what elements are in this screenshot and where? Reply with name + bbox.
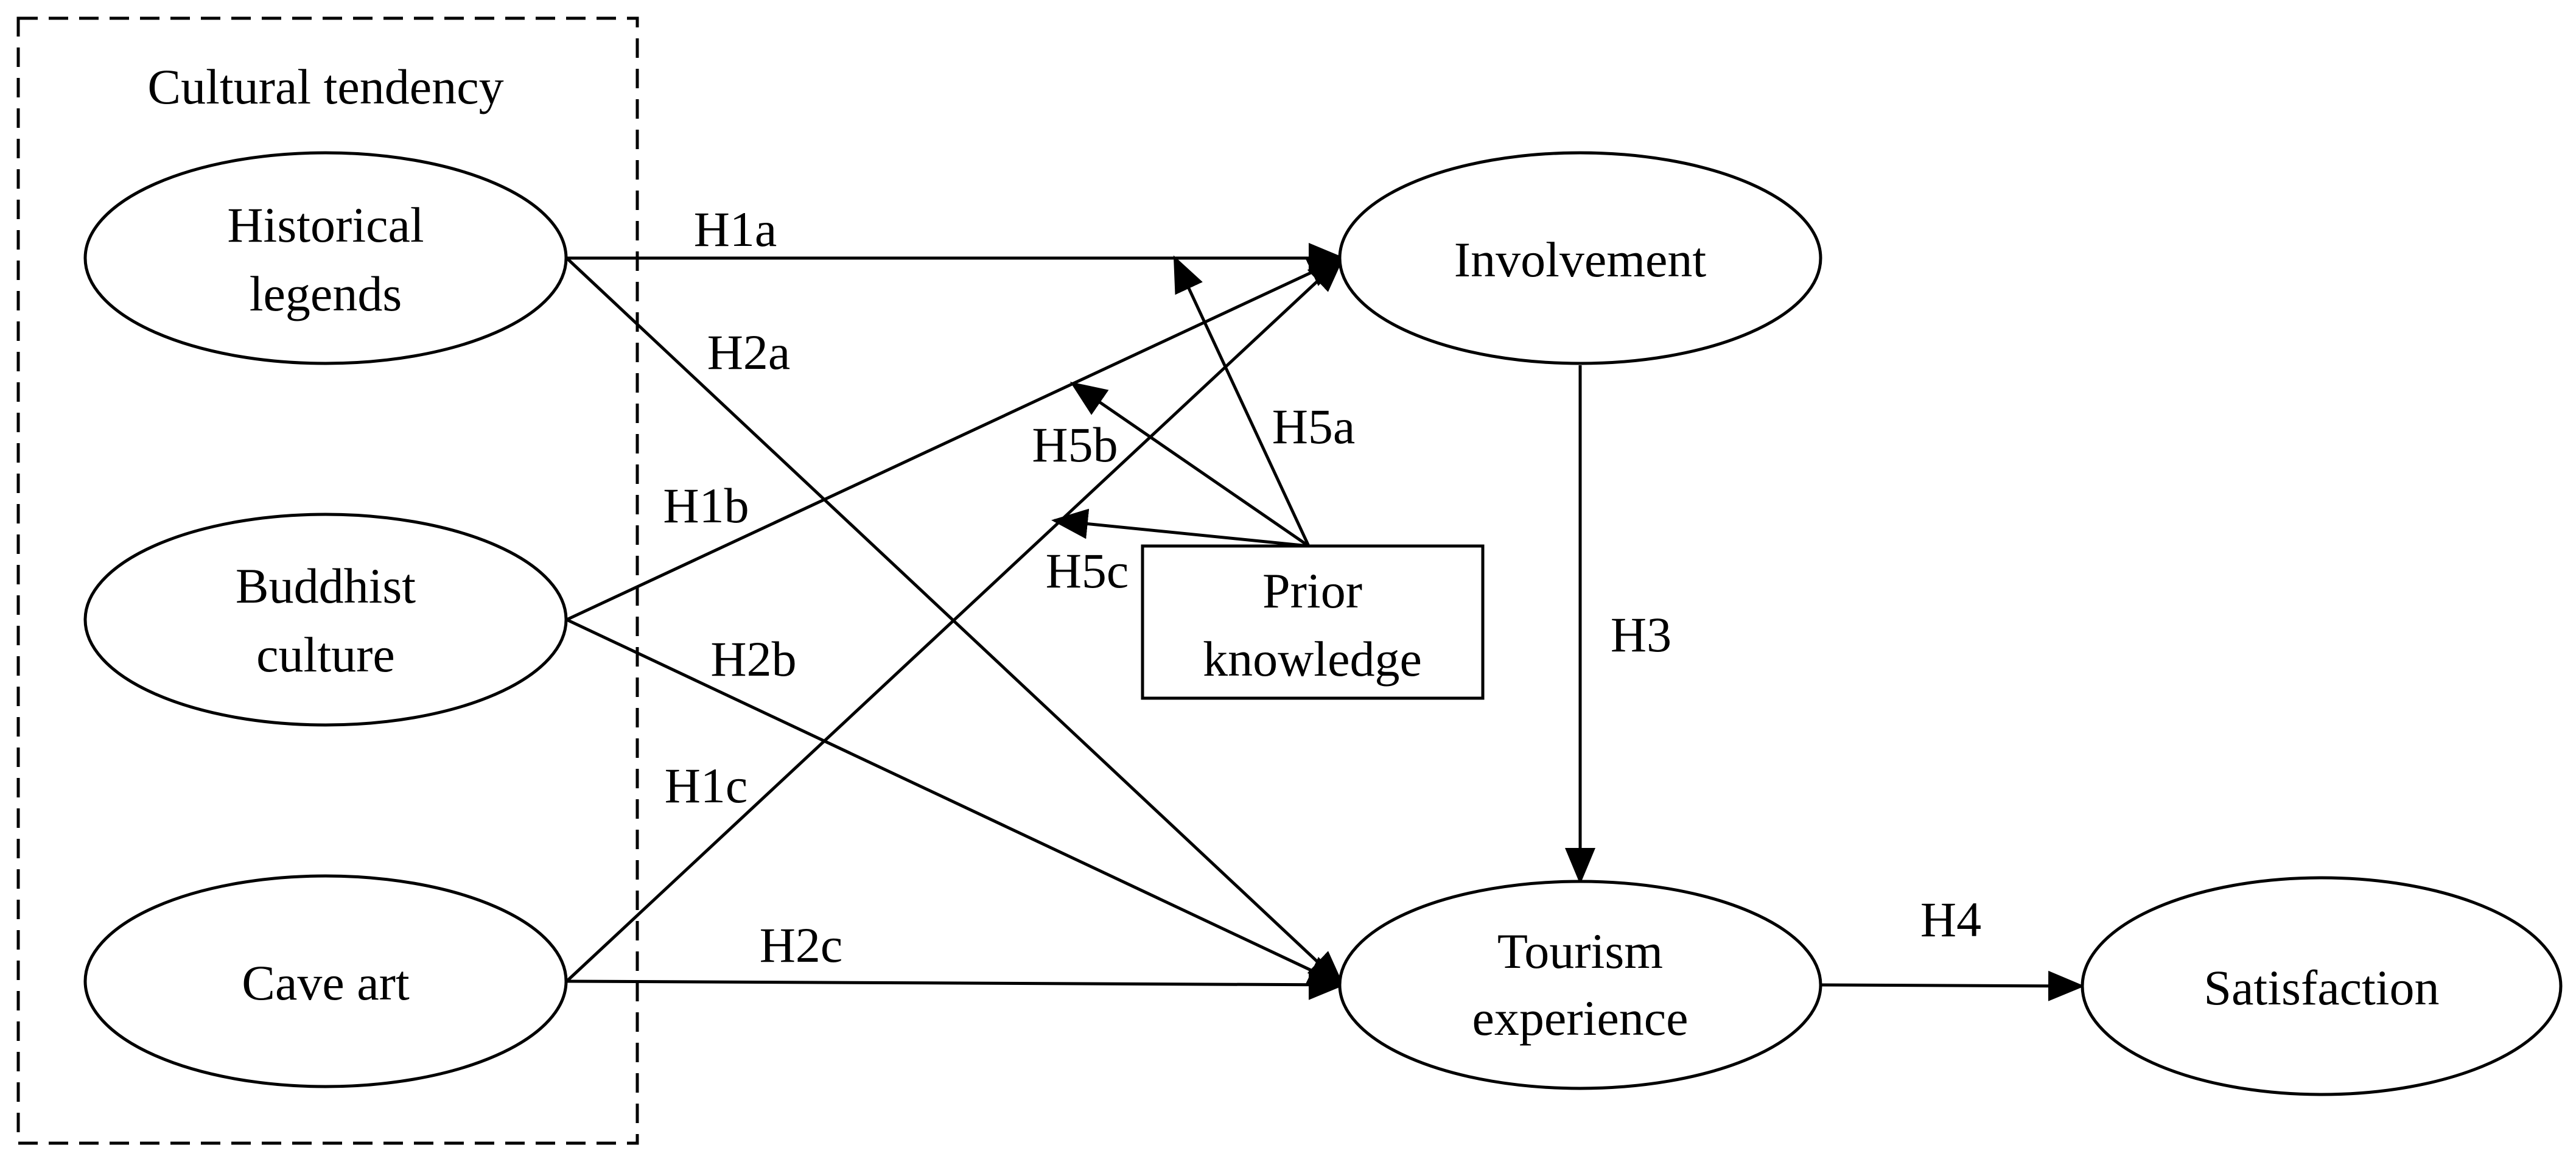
edge-h1c — [565, 256, 1345, 982]
svg-text:knowledge: knowledge — [1203, 631, 1422, 687]
svg-text:legends: legends — [250, 266, 402, 321]
node-buddhist-culture: Buddhist culture — [83, 513, 568, 727]
node-tourism-experience: Tourism experience — [1338, 880, 1822, 1090]
label-h1a: H1a — [694, 201, 777, 257]
svg-text:Involvement: Involvement — [1454, 232, 1707, 287]
cultural-tendency-group — [16, 16, 639, 1145]
edge-h5c — [1051, 508, 1309, 548]
cultural-tendency-title: Cultural tendency — [147, 59, 503, 114]
edge-h5b — [1069, 382, 1310, 548]
edge-h5a — [1173, 255, 1311, 547]
node-cave-art: Cave art — [83, 874, 568, 1088]
node-historical-legends: Historical legends — [83, 151, 568, 365]
svg-text:culture: culture — [256, 627, 395, 682]
label-h3: H3 — [1611, 607, 1671, 662]
label-h2c: H2c — [760, 917, 843, 973]
label-h1b: H1b — [663, 478, 749, 533]
svg-text:Tourism: Tourism — [1497, 923, 1663, 979]
label-h2b: H2b — [710, 631, 796, 687]
edge-h1b — [565, 256, 1345, 622]
svg-text:Prior: Prior — [1262, 563, 1362, 618]
svg-text:Buddhist: Buddhist — [236, 558, 416, 614]
label-h5c: H5c — [1046, 543, 1129, 598]
svg-text:experience: experience — [1472, 990, 1688, 1046]
label-h1c: H1c — [665, 758, 748, 813]
edge-h2c — [566, 969, 1345, 1000]
svg-text:Historical: Historical — [227, 197, 424, 253]
edge-h2b — [565, 618, 1345, 987]
label-h4: H4 — [1920, 892, 1981, 947]
label-h2a: H2a — [707, 324, 791, 380]
edge-h4 — [1820, 970, 2085, 1001]
node-satisfaction: Satisfaction — [2081, 876, 2563, 1096]
label-h5a: H5a — [1272, 399, 1356, 454]
svg-text:Cave art: Cave art — [242, 955, 410, 1010]
svg-text:Satisfaction: Satisfaction — [2203, 960, 2439, 1015]
node-involvement: Involvement — [1338, 151, 1822, 365]
label-h5b: H5b — [1032, 417, 1118, 472]
node-prior-knowledge: Prior knowledge — [1141, 544, 1485, 700]
